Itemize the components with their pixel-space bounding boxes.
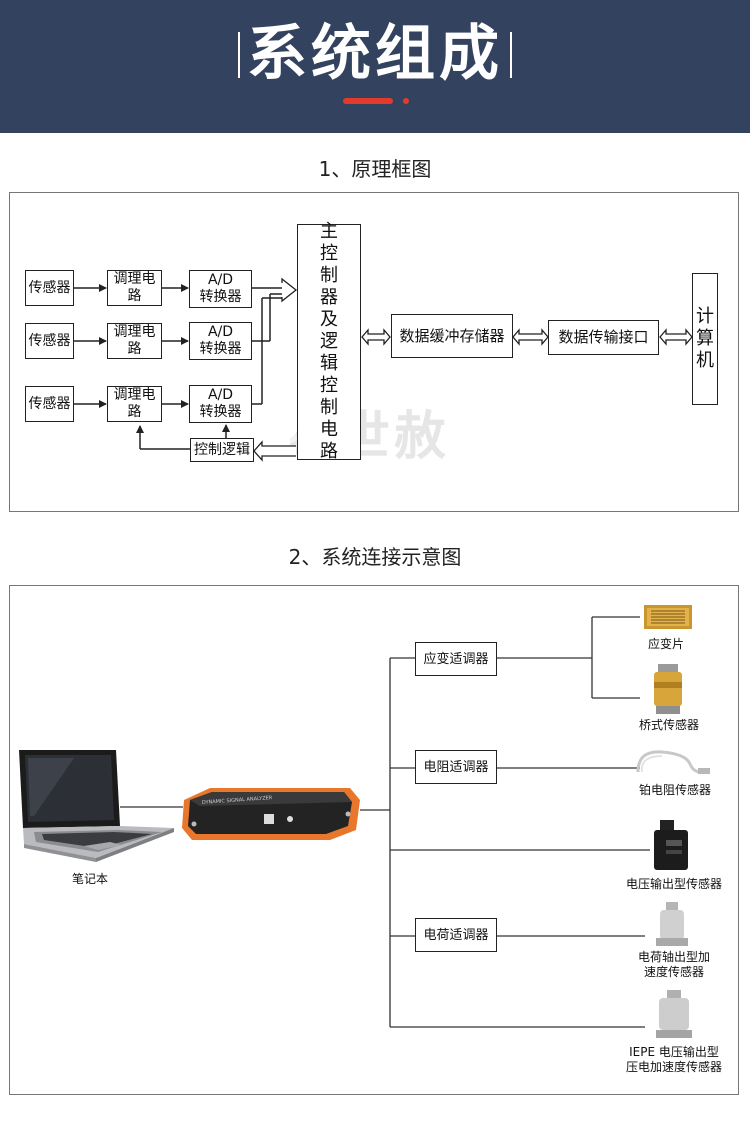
title-right-bar: [510, 32, 512, 78]
adc-line2: 转换器: [199, 289, 242, 305]
adc-line1: A/D: [207, 272, 234, 288]
main-controller-char: 控: [320, 243, 338, 264]
strain-conditioner-block: 应变适调器: [415, 642, 497, 676]
adc-line1: A/D: [207, 324, 234, 340]
adc-line2: 转换器: [199, 341, 242, 357]
main-controller-char: 控: [320, 375, 338, 396]
adc-block-1: A/D 转换器: [189, 270, 252, 308]
laptop-icon: [19, 750, 174, 862]
sensor-label-iepe-line1: IEPE 电压输出型: [629, 1045, 719, 1059]
main-controller-char: 路: [320, 441, 338, 462]
platinum-resistance-sensor-icon: [636, 750, 710, 774]
title-left-bar: [238, 32, 240, 78]
main-controller-char: 主: [320, 221, 338, 242]
sensor-block-1: 传感器: [25, 270, 74, 306]
control-logic-block: 控制逻辑: [190, 438, 254, 462]
charge-accelerometer-icon: [656, 902, 688, 946]
sensor-block-2: 传感器: [25, 323, 74, 359]
device-label: DYNAMIC SIGNAL ANALYZER: [202, 795, 273, 806]
sensor-label-iepe-accelerometer: IEPE 电压输出型 压电加速度传感器: [612, 1045, 736, 1075]
buffer-memory-block: 数据缓冲存储器: [391, 314, 513, 358]
main-controller-char: 辑: [320, 353, 338, 374]
adc-block-3: A/D 转换器: [189, 385, 252, 423]
section2-title: 2、系统连接示意图: [288, 545, 462, 569]
adc-line2: 转换器: [199, 404, 242, 420]
main-controller-char: 逻: [320, 331, 338, 352]
main-controller-block: 主控制器及逻辑控制电路: [297, 221, 361, 462]
conditioner-block-1: 调理电路: [107, 270, 162, 306]
sensor-label-charge-line1: 电荷轴出型加: [637, 950, 710, 964]
main-controller-char: 电: [320, 419, 338, 440]
header-banner: 系统组成: [0, 0, 750, 133]
resistance-conditioner-block: 电阻适调器: [415, 750, 497, 784]
analyzer-device-icon: DYNAMIC SIGNAL ANALYZER: [182, 788, 360, 840]
title-underline-dash: [343, 98, 393, 104]
adc-line1: A/D: [207, 387, 234, 403]
main-controller-char: 制: [320, 397, 338, 418]
transfer-interface-block: 数据传输接口: [548, 320, 659, 355]
page-title: 系统组成: [247, 19, 503, 89]
charge-conditioner-block: 电荷适调器: [415, 918, 497, 952]
main-controller-char: 器: [320, 287, 338, 308]
computer-char: 计: [696, 306, 714, 327]
adc-block-2: A/D 转换器: [189, 322, 252, 360]
computer-char: 算: [696, 328, 714, 349]
sensor-label-strain-gauge: 应变片: [647, 637, 684, 651]
computer-char: 机: [696, 350, 714, 371]
sensor-label-platinum-resistance: 铂电阻传感器: [638, 783, 711, 797]
sensor-label-voltage-output: 电压输出型传感器: [625, 877, 722, 891]
laptop-label: 笔记本: [71, 872, 108, 886]
conditioner-block-2: 调理电路: [107, 323, 162, 359]
bridge-sensor-icon: [654, 664, 682, 714]
sensor-label-charge-accelerometer: 电荷轴出型加 速度传感器: [622, 950, 726, 980]
sensor-label-charge-line2: 速度传感器: [643, 965, 704, 979]
sensor-label-iepe-line2: 压电加速度传感器: [625, 1060, 722, 1074]
title-underline-dot: [403, 98, 409, 104]
computer-block: 计算机: [692, 273, 718, 405]
sensor-label-bridge: 桥式传感器: [638, 718, 699, 732]
strain-gauge-icon: [644, 605, 692, 629]
section1-title: 1、原理框图: [318, 157, 432, 181]
main-controller-char: 制: [320, 265, 338, 286]
main-controller-char: 及: [320, 309, 338, 330]
voltage-output-sensor-icon: [654, 820, 688, 870]
iepe-accelerometer-icon: [656, 990, 692, 1038]
sensor-block-3: 传感器: [25, 386, 74, 422]
conditioner-block-3: 调理电路: [107, 386, 162, 422]
